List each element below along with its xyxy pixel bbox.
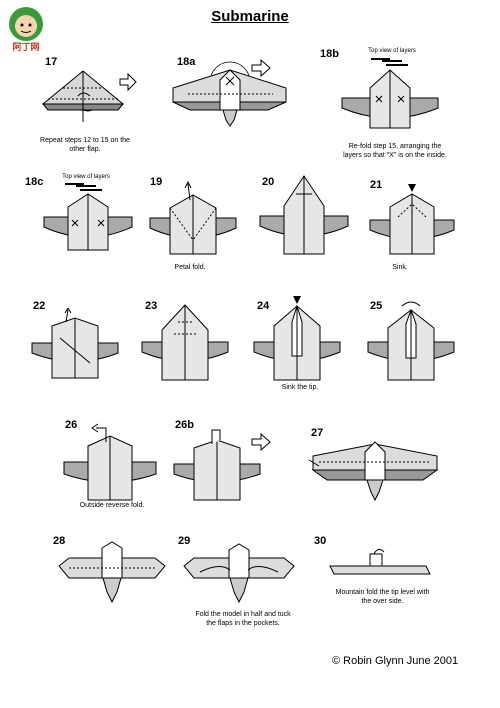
diagram-step-20 <box>259 175 349 255</box>
step-number: 28 <box>53 535 66 547</box>
step-number: 26 <box>65 419 78 431</box>
top-view-label: Top view of layers <box>368 48 416 54</box>
diagram-step-26 <box>63 423 157 501</box>
page-title: Submarine <box>211 8 289 25</box>
step-number: 26b <box>175 419 194 431</box>
top-view-layers-icon <box>371 58 408 66</box>
step-number: 19 <box>150 176 163 188</box>
step-number: 17 <box>45 56 58 68</box>
diagram-step-22 <box>31 308 119 379</box>
diagram-step-28 <box>58 541 166 604</box>
step-number: 24 <box>257 300 270 312</box>
diagram-step-25 <box>367 301 455 381</box>
diagram-step-17 <box>41 70 125 122</box>
caption-24: Sink the tip. <box>281 384 319 391</box>
arrow-next-icon <box>119 72 137 92</box>
top-view-label: Top view of layers <box>62 174 110 180</box>
diagram-step-23 <box>141 304 229 381</box>
step-number: 25 <box>370 300 383 312</box>
step-number: 18b <box>320 48 339 60</box>
step-number: 20 <box>262 176 275 188</box>
diagram-step-26b <box>173 429 261 501</box>
step-number: 23 <box>145 300 158 312</box>
diagram-step-21 <box>369 184 455 255</box>
copyright: © Robin Glynn June 2001 <box>332 655 459 667</box>
caption-26: Outside reverse fold. <box>79 502 145 509</box>
diagram-step-29 <box>183 543 295 604</box>
arrow-next-icon <box>251 58 271 78</box>
diagram-step-18b <box>341 69 439 129</box>
step-number: 18c <box>25 176 44 188</box>
step-number: 18a <box>177 56 196 68</box>
step-number: 27 <box>311 427 324 439</box>
diagram-step-30 <box>329 548 431 575</box>
step-number: 29 <box>178 535 191 547</box>
diagram-step-24 <box>253 296 341 381</box>
arrow-next-icon <box>251 432 271 452</box>
site-logo <box>9 7 43 41</box>
diagram-step-18c <box>43 193 133 251</box>
diagram-step-18a <box>172 61 287 127</box>
top-view-layers-icon <box>65 183 102 191</box>
logo-text: 阿丁网 <box>12 42 40 52</box>
diagram-step-19 <box>149 180 237 255</box>
diagram-step-27 <box>308 441 439 502</box>
caption-21: Sink. <box>392 264 408 271</box>
caption-19: Petal fold. <box>174 264 206 271</box>
step-number: 30 <box>314 535 327 547</box>
step-number: 22 <box>33 300 46 312</box>
step-number: 21 <box>370 179 383 191</box>
